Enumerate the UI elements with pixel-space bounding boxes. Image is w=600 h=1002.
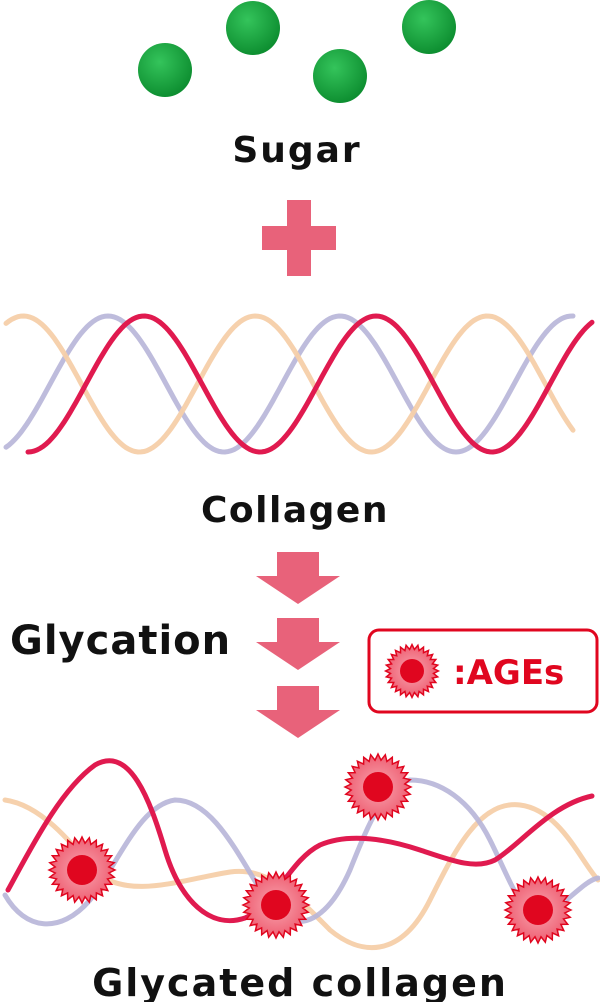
ages-legend-icon <box>383 642 441 700</box>
arrow-stack <box>256 552 340 738</box>
sugar-molecule <box>138 43 192 97</box>
collagen-helix <box>3 313 595 455</box>
down-arrow-icon <box>256 552 340 604</box>
collagen-strand-peach <box>3 313 576 455</box>
collagen-strand-lavender <box>3 313 576 455</box>
ages-marker <box>343 752 413 822</box>
ages-marker <box>241 870 311 940</box>
down-arrow-icon <box>256 686 340 738</box>
sugar-molecule <box>402 0 456 54</box>
sugar-label: Sugar <box>232 130 361 171</box>
collagen-label: Collagen <box>201 490 389 531</box>
sugar-molecule <box>313 49 367 103</box>
plus-icon <box>262 200 336 276</box>
glycated-collagen-label: Glycated collagen <box>92 961 508 1002</box>
glycation-label: Glycation <box>10 618 231 664</box>
ages-legend: :AGEs <box>367 628 599 714</box>
ages-marker <box>47 835 117 905</box>
down-arrow-icon <box>256 618 340 670</box>
ages-markers <box>47 752 573 945</box>
ages-marker <box>383 642 441 700</box>
ages-marker <box>503 875 573 945</box>
sugar-molecule <box>226 1 280 55</box>
sugar-molecules <box>138 0 456 103</box>
ages-legend-text: :AGEs <box>453 653 564 693</box>
collagen-strand-red <box>25 313 595 455</box>
